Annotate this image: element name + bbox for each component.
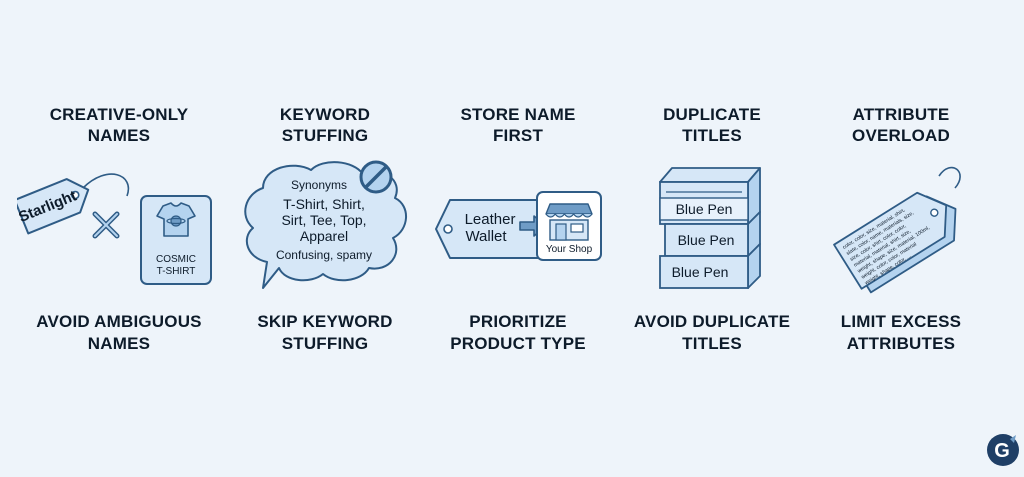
tag-line2: Wallet bbox=[465, 228, 507, 245]
store-name-illustration: Leather Wallet Your Shop bbox=[435, 191, 602, 261]
column-title: CREATIVE-ONLY NAMES bbox=[49, 105, 189, 145]
box-label-2: Blue Pen bbox=[678, 232, 735, 248]
stacked-boxes-icon: Blue Pen Blue Pen Blue Pen bbox=[659, 167, 761, 289]
brand-logo-icon: G bbox=[987, 434, 1019, 466]
bubble-line1: T-Shirt, Shirt, bbox=[283, 196, 365, 212]
box-middle: Blue Pen bbox=[664, 211, 761, 257]
t-shirt-icon: COSMIC T-SHIRT bbox=[140, 195, 212, 285]
keyword-stuffing-illustration: Synonyms T-Shirt, Shirt, Sirt, Tee, Top,… bbox=[244, 160, 407, 289]
bubble-line3: Apparel bbox=[300, 228, 348, 244]
box-label-1: Blue Pen bbox=[676, 201, 733, 217]
column-caption: AVOID DUPLICATE TITLES bbox=[633, 312, 791, 353]
column-title: KEYWORD STUFFING bbox=[279, 105, 371, 145]
x-mark-icon bbox=[92, 211, 120, 239]
price-tag-icon: Starlight bbox=[17, 173, 130, 235]
overloaded-tag-icon: color, color, size, material, shirt, sla… bbox=[833, 166, 961, 294]
tag-line1: Leather bbox=[465, 211, 516, 228]
column-duplicate-titles: DUPLICATE TITLES Blue Pen Blue Pen Blue … bbox=[610, 0, 814, 477]
store-label: Your Shop bbox=[546, 244, 593, 255]
prohibited-icon bbox=[359, 160, 393, 194]
box-top: Blue Pen bbox=[659, 167, 761, 225]
logo-letter: G bbox=[994, 440, 1010, 462]
column-caption: AVOID AMBIGUOUS NAMES bbox=[36, 312, 202, 353]
creative-names-illustration: Starlight COSMIC T-SHIRT bbox=[17, 173, 212, 285]
box-label-3: Blue Pen bbox=[672, 264, 729, 280]
shirt-label-line2: T-SHIRT bbox=[157, 266, 196, 277]
speech-bubble-icon: Synonyms T-Shirt, Shirt, Sirt, Tee, Top,… bbox=[244, 161, 407, 289]
storefront-icon: Your Shop bbox=[536, 191, 602, 261]
column-caption: PRIORITIZE PRODUCT TYPE bbox=[450, 312, 586, 353]
bubble-line2: Sirt, Tee, Top, bbox=[281, 212, 366, 228]
column-caption: SKIP KEYWORD STUFFING bbox=[257, 312, 393, 353]
bubble-footer: Confusing, spamy bbox=[276, 248, 372, 262]
price-tag-icon: Leather Wallet bbox=[435, 199, 555, 259]
column-keyword-stuffing: KEYWORD STUFFING Synonyms T-Shirt, Shirt… bbox=[223, 0, 427, 477]
column-caption: LIMIT EXCESS ATTRIBUTES bbox=[840, 312, 962, 353]
box-bottom: Blue Pen bbox=[659, 243, 761, 289]
column-store-name-first: STORE NAME FIRST Leather Wallet Your Sho… bbox=[416, 0, 620, 477]
column-attribute-overload: ATTRIBUTE OVERLOAD color, color, size, m… bbox=[799, 0, 1003, 477]
column-title: STORE NAME FIRST bbox=[460, 105, 576, 145]
bubble-header: Synonyms bbox=[291, 178, 347, 192]
column-creative-only-names: CREATIVE-ONLY NAMES Starlight COSMIC T-S… bbox=[17, 0, 221, 477]
shirt-label-line1: COSMIC bbox=[156, 254, 196, 265]
column-title: DUPLICATE TITLES bbox=[663, 105, 761, 145]
column-title: ATTRIBUTE OVERLOAD bbox=[852, 105, 950, 145]
